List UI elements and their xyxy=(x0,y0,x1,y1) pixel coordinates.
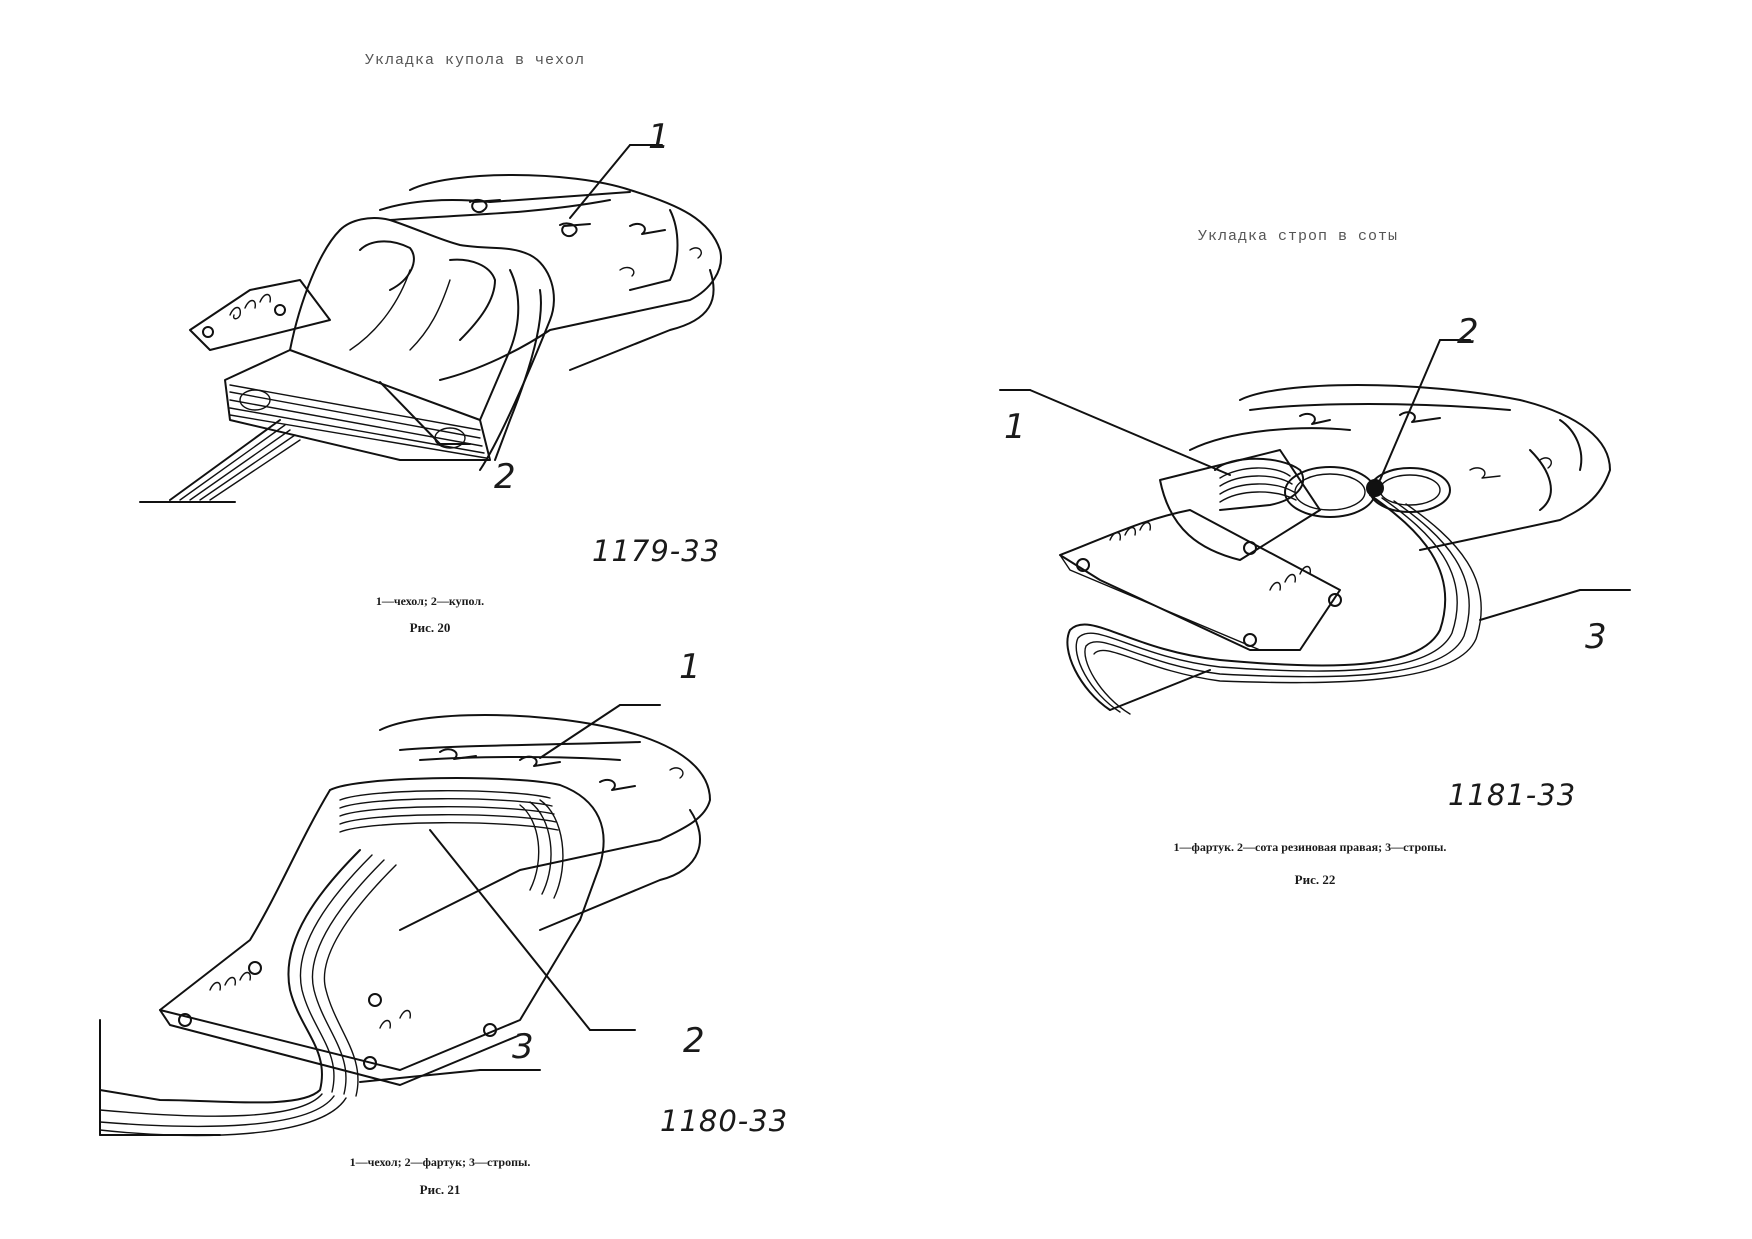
figure-22-drawing xyxy=(999,339,1631,715)
fig20-callout-2: 2 xyxy=(494,457,516,497)
fig21-label: Рис. 21 xyxy=(419,1182,461,1197)
fig22-callout-2: 2 xyxy=(1457,312,1479,352)
right-page: Укладка строп в соты xyxy=(880,0,1752,1239)
fig20-caption: 1—чехол; 2—купол. xyxy=(375,594,485,608)
fig22-callout-3: 3 xyxy=(1585,617,1607,657)
fig22-drawing-code: 1181-33 xyxy=(1448,778,1577,812)
fig21-drawing-code: 1180-33 xyxy=(660,1104,789,1138)
fig22-caption: 1—фартук. 2—сота резиновая правая; 3—стр… xyxy=(1173,840,1447,854)
fig20-callout-1: 1 xyxy=(648,117,670,157)
figure-20-drawing xyxy=(139,144,722,503)
fig22-label: Рис. 22 xyxy=(1294,872,1336,887)
fig20-drawing-code: 1179-33 xyxy=(592,534,721,568)
fig21-callout-2: 2 xyxy=(683,1021,705,1061)
section-title-canopy-in-sleeve: Укладка купола в чехол xyxy=(365,52,586,69)
fig21-callout-3: 3 xyxy=(512,1027,534,1067)
fig21-callout-1: 1 xyxy=(679,647,701,687)
section-title-lines-in-loops: Укладка строп в соты xyxy=(1198,228,1399,245)
left-page: Укладка купола в чехол xyxy=(99,52,789,1197)
fig22-callout-1: 1 xyxy=(1004,407,1026,447)
figure-21-drawing xyxy=(99,704,711,1137)
fig21-caption: 1—чехол; 2—фартук; 3—стропы. xyxy=(349,1155,531,1169)
fig20-label: Рис. 20 xyxy=(409,620,451,635)
